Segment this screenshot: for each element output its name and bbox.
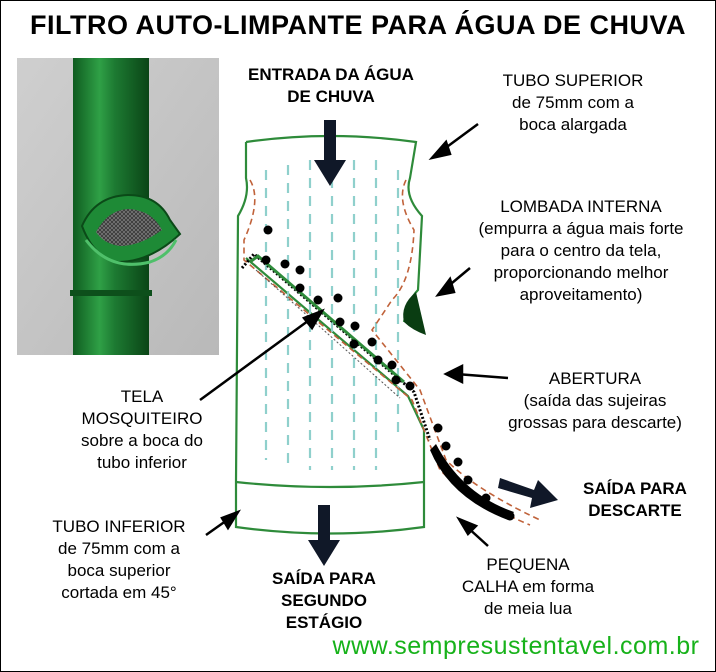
label-entrada: ENTRADA DA ÁGUA DE CHUVA [248,65,414,106]
debris-dots [261,225,515,521]
flow-arrows [308,120,558,566]
product-photo [17,58,219,355]
website-link[interactable]: www.sempresustentavel.com.br [332,632,700,660]
label-tubo-inferior: TUBO INFERIOR de 75mm com a boca superio… [52,517,186,602]
label-saida-segundo-estagio: SAÍDA PARA SEGUNDO ESTÁGIO [272,569,376,632]
half-moon-gutter [430,444,514,520]
internal-lump [403,292,426,335]
pipe-diagram [234,134,426,535]
label-lombada-interna: LOMBADA INTERNA (empurra a água mais for… [478,197,684,304]
page-title: FILTRO AUTO-LIMPANTE PARA ÁGUA DE CHUVA [30,10,686,40]
label-tela-mosquiteiro: TELA MOSQUITEIRO sobre a boca do tubo in… [81,387,203,472]
water-flow-lines [264,160,400,470]
label-saida-descarte: SAÍDA PARA DESCARTE [583,479,687,520]
label-tubo-superior: TUBO SUPERIOR de 75mm com a boca alargad… [502,71,644,134]
label-pequena-calha: PEQUENA CALHA em forma de meia lua [461,555,595,618]
mosquito-screen [240,251,432,441]
pointer-arrows [199,122,509,547]
label-abertura: ABERTURA (saída das sujeiras grossas par… [508,369,682,432]
